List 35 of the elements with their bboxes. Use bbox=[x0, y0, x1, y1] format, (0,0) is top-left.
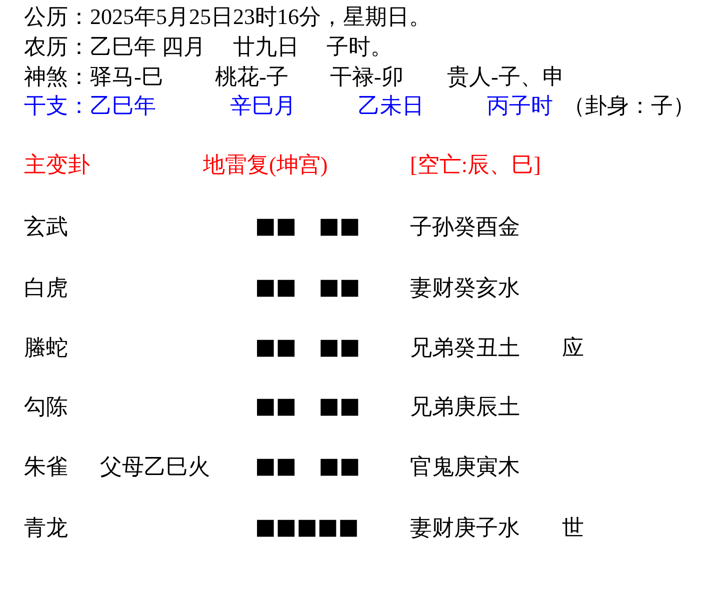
info-text: 丙子时 bbox=[487, 93, 553, 119]
yin-line: ■■ ■■ bbox=[255, 454, 360, 480]
spirit-name: 玄武 bbox=[24, 214, 68, 240]
info-text: 干禄-卯 bbox=[330, 64, 404, 90]
info-text: 辛巳月 bbox=[230, 93, 296, 119]
heading: 主变卦 bbox=[24, 152, 90, 178]
marker-text: 应 bbox=[562, 335, 584, 361]
info-text: 干支：乙巳年 bbox=[24, 93, 156, 119]
line-text: 妻财癸亥水 bbox=[410, 275, 520, 301]
spirit-name: 勾陈 bbox=[24, 394, 68, 420]
info-text: （卦身：子） bbox=[563, 93, 695, 119]
info-text: 神煞：驿马-巳 bbox=[24, 64, 164, 90]
info-text: 桃花-子 bbox=[215, 64, 288, 90]
line-text: 兄弟庚辰土 bbox=[410, 394, 520, 420]
spirit-name: 白虎 bbox=[24, 275, 68, 301]
spirit-name: 螣蛇 bbox=[24, 335, 68, 361]
line-text: 妻财庚子水 bbox=[410, 515, 520, 541]
date-line: 公历：2025年5月25日23时16分，星期日。 bbox=[24, 4, 431, 30]
spirit-name: 朱雀 bbox=[24, 454, 68, 480]
date-line: 农历：乙巳年 四月 廿九日 子时。 bbox=[24, 34, 392, 60]
yin-line: ■■ ■■ bbox=[255, 335, 360, 361]
line-text: 父母乙巳火 bbox=[100, 454, 210, 480]
marker-text: 世 bbox=[562, 515, 584, 541]
yang-line: ■■■■■ bbox=[255, 515, 359, 541]
line-text: 官鬼庚寅木 bbox=[410, 454, 520, 480]
line-text: 子孙癸酉金 bbox=[410, 214, 520, 240]
info-text: 贵人-子、申 bbox=[447, 64, 564, 90]
spirit-name: 青龙 bbox=[24, 515, 68, 541]
line-text: 兄弟癸丑土 bbox=[410, 335, 520, 361]
yin-line: ■■ ■■ bbox=[255, 275, 360, 301]
info-text: 乙未日 bbox=[358, 93, 424, 119]
heading: 地雷复(坤宫) bbox=[203, 152, 328, 178]
yin-line: ■■ ■■ bbox=[255, 214, 360, 240]
heading: [空亡:辰、巳] bbox=[410, 152, 541, 178]
yin-line: ■■ ■■ bbox=[255, 394, 360, 420]
